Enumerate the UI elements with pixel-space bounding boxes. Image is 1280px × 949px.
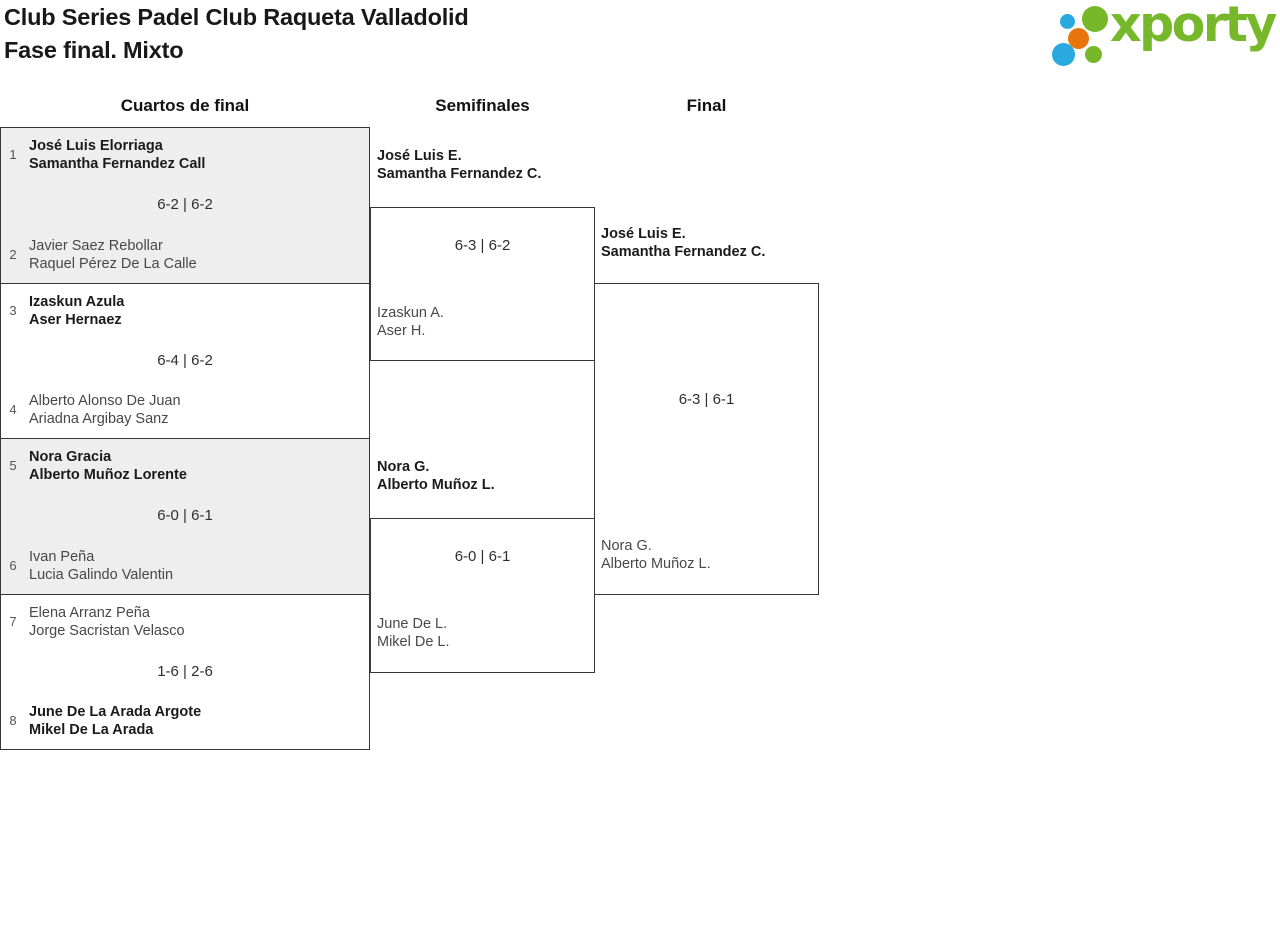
team-name-line: Aser H. xyxy=(377,323,426,339)
match-score: 6-2 | 6-2 xyxy=(157,196,213,213)
xporty-logo-text: xporty xyxy=(1110,0,1277,53)
team-name-line: José Luis E. xyxy=(377,148,462,164)
team-name-line: Alberto Muñoz Lorente xyxy=(29,467,187,483)
team-names: June De L. Mikel De L. xyxy=(377,615,450,651)
logo-dot-icon xyxy=(1085,46,1102,63)
seed-number: 7 xyxy=(9,613,17,629)
seed-number: 6 xyxy=(9,557,17,573)
team-name-line: Izaskun Azula xyxy=(29,293,125,310)
seed-number: 1 xyxy=(9,147,17,162)
logo-dot-icon xyxy=(1052,43,1075,66)
qf-match-2: 3 Izaskun Azula Aser Hernaez 6-4 | 6-2 4… xyxy=(1,283,369,439)
round-header-cuartos-de-final: Cuartos de final xyxy=(120,96,250,115)
team-names: Ivan Peña Lucia Galindo Valentin xyxy=(29,548,173,584)
seed-number: 4 xyxy=(9,402,17,417)
logo-dot-icon xyxy=(1068,28,1089,49)
team-name-line: June De L. xyxy=(377,616,448,632)
team-name-line: June De La Arada Argote xyxy=(29,704,202,720)
logo-dot-icon xyxy=(1060,14,1075,29)
team-names: Javier Saez Rebollar Raquel Pérez De La … xyxy=(29,237,197,273)
match-score: 6-0 | 6-1 xyxy=(157,507,213,524)
team-name-line: Nora Gracia xyxy=(29,449,112,465)
team-names: Izaskun Azula Aser Hernaez xyxy=(29,293,124,329)
team-name-line: Ariadna Argibay Sanz xyxy=(29,411,169,427)
xporty-logo[interactable]: xporty xyxy=(1048,0,1277,76)
team-name-line: Raquel Pérez De La Calle xyxy=(29,255,197,272)
seed-number: 3 xyxy=(9,302,17,318)
team-names: José Luis E. Samantha Fernandez C. xyxy=(601,225,765,261)
match-score: 1-6 | 2-6 xyxy=(157,662,213,680)
team-names: Elena Arranz Peña Jorge Sacristan Velasc… xyxy=(29,604,185,640)
round-header-semifinales: Semifinales xyxy=(435,96,530,115)
team-name-line: Nora G. xyxy=(601,538,652,554)
team-name-line: Samantha Fernandez C. xyxy=(377,166,542,182)
team-names: Izaskun A. Aser H. xyxy=(377,304,444,340)
seed-number: 5 xyxy=(9,458,17,473)
team-name-line: Aser Hernaez xyxy=(29,311,122,328)
team-names: Alberto Alonso De Juan Ariadna Argibay S… xyxy=(29,392,181,428)
page-title: Club Series Padel Club Raqueta Valladoli… xyxy=(4,1,469,67)
sf-match-2-box xyxy=(370,518,595,673)
team-name-line: José Luis E. xyxy=(601,226,686,242)
match-score: 6-0 | 6-1 xyxy=(454,548,511,565)
title-line-1: Club Series Padel Club Raqueta Valladoli… xyxy=(4,4,469,30)
team-name-line: Lucia Galindo Valentin xyxy=(29,566,174,583)
team-name-line: Jorge Sacristan Velasco xyxy=(29,622,185,639)
round-header-final: Final xyxy=(686,96,727,115)
team-names: José Luis Elorriaga Samantha Fernandez C… xyxy=(29,137,205,173)
qf-match-1: 1 José Luis Elorriaga Samantha Fernandez… xyxy=(1,128,369,284)
team-name-line: Izaskun A. xyxy=(377,305,444,321)
team-name-line: Javier Saez Rebollar xyxy=(29,237,163,254)
logo-dot-icon xyxy=(1082,6,1108,32)
team-names: José Luis E. Samantha Fernandez C. xyxy=(377,147,541,183)
qf-match-3: 5 Nora Gracia Alberto Muñoz Lorente 6-0 … xyxy=(1,439,369,595)
team-names: Nora Gracia Alberto Muñoz Lorente xyxy=(29,448,187,484)
final-match-box xyxy=(594,283,819,595)
team-name-line: José Luis Elorriaga xyxy=(29,138,163,154)
team-name-line: Nora G. xyxy=(377,459,430,475)
match-score: 6-3 | 6-1 xyxy=(678,391,735,408)
seed-number: 2 xyxy=(9,246,17,262)
quarterfinals-column: 1 José Luis Elorriaga Samantha Fernandez… xyxy=(0,127,370,750)
team-names: Nora G. Alberto Muñoz L. xyxy=(601,537,711,573)
team-name-line: Mikel De La Arada xyxy=(29,722,154,738)
team-name-line: Mikel De L. xyxy=(377,634,450,650)
seed-number: 8 xyxy=(9,713,17,728)
team-name-line: Ivan Peña xyxy=(29,548,95,565)
team-name-line: Samantha Fernandez Call xyxy=(29,156,206,172)
title-line-2: Fase final. Mixto xyxy=(4,37,184,63)
match-score: 6-3 | 6-2 xyxy=(454,237,511,254)
team-name-line: Samantha Fernandez C. xyxy=(601,244,766,260)
team-name-line: Alberto Muñoz L. xyxy=(601,556,711,572)
team-name-line: Alberto Alonso De Juan xyxy=(29,393,181,409)
match-score: 6-4 | 6-2 xyxy=(157,351,213,369)
team-name-line: Alberto Muñoz L. xyxy=(377,477,495,493)
qf-match-4: 7 Elena Arranz Peña Jorge Sacristan Vela… xyxy=(1,594,369,749)
team-names: Nora G. Alberto Muñoz L. xyxy=(377,458,495,494)
team-name-line: Elena Arranz Peña xyxy=(29,604,150,621)
team-names: June De La Arada Argote Mikel De La Arad… xyxy=(29,703,201,739)
